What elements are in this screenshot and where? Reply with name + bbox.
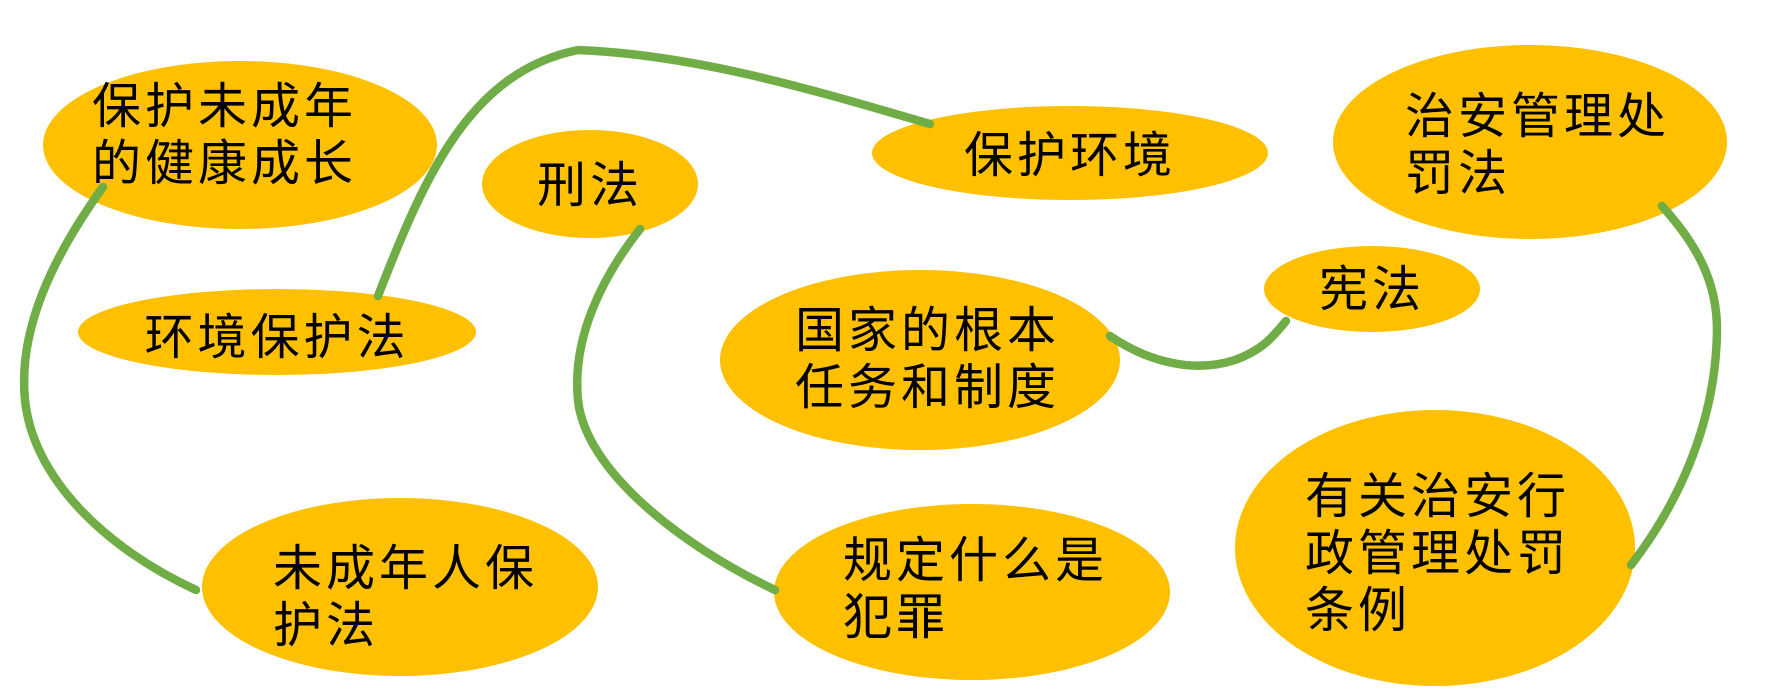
node-ellipse-criminal-law[interactable] (482, 130, 698, 238)
node-ellipse-crime-definition[interactable] (774, 504, 1170, 680)
node-ellipse-protect-environment-goal[interactable] (872, 106, 1268, 200)
node-ellipse-constitution[interactable] (1264, 246, 1480, 332)
connector-state-tasks-to-constitution[interactable] (1105, 316, 1291, 370)
node-ellipse-state-fundamental-tasks[interactable] (720, 270, 1120, 450)
node-ellipse-security-admin-regulations[interactable] (1235, 410, 1635, 686)
connector-protect-minors-to-minors-law[interactable] (19, 182, 201, 595)
node-ellipse-protect-minors-goal[interactable] (43, 61, 437, 229)
connector-security-law-to-regulations[interactable] (1626, 201, 1722, 570)
node-ellipse-security-punishment-law[interactable] (1333, 45, 1727, 239)
connector-group (19, 45, 1722, 595)
connector-env-law-to-protect-environment[interactable] (373, 45, 935, 301)
node-ellipse-env-protection-law[interactable] (78, 289, 476, 375)
node-ellipse-minors-protection-law[interactable] (202, 498, 598, 676)
connector-criminal-law-to-crime-definition[interactable] (572, 224, 780, 595)
